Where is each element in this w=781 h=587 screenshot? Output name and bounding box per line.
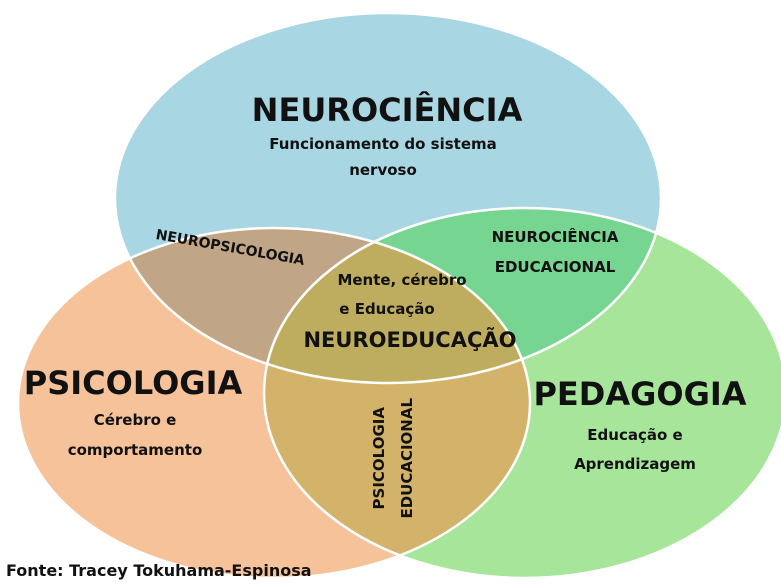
- pedagogia-title: PEDAGOGIA: [533, 375, 747, 413]
- center-text-1: Mente, cérebro: [337, 271, 467, 289]
- neuroeducacao-region: [264, 228, 530, 383]
- neurociencia-educacional-label-1: NEUROCIÊNCIA: [491, 228, 619, 246]
- neurociencia-title: NEUROCIÊNCIA: [251, 91, 523, 129]
- neuroeducacao-title: NEUROEDUCAÇÃO: [303, 328, 517, 352]
- psicologia-subtitle-1: Cérebro e: [93, 411, 177, 429]
- psicologia-title: PSICOLOGIA: [23, 364, 243, 402]
- source-caption: Fonte: Tracey Tokuhama-Espinosa: [6, 561, 312, 580]
- pedagogia-subtitle-1: Educação e: [587, 426, 683, 444]
- psicologia-educacional-label-1: PSICOLOGIA: [369, 407, 388, 510]
- psicologia-subtitle-2: comportamento: [67, 441, 203, 459]
- psicologia-educacional-label-2: EDUCACIONAL: [397, 397, 416, 519]
- neurociencia-subtitle-1: Funcionamento do sistema: [269, 135, 497, 153]
- neurociencia-subtitle-2: nervoso: [349, 161, 417, 179]
- neurociencia-educacional-label-2: EDUCACIONAL: [494, 258, 616, 276]
- center-text-2: e Educação: [339, 300, 435, 318]
- pedagogia-subtitle-2: Aprendizagem: [574, 455, 696, 473]
